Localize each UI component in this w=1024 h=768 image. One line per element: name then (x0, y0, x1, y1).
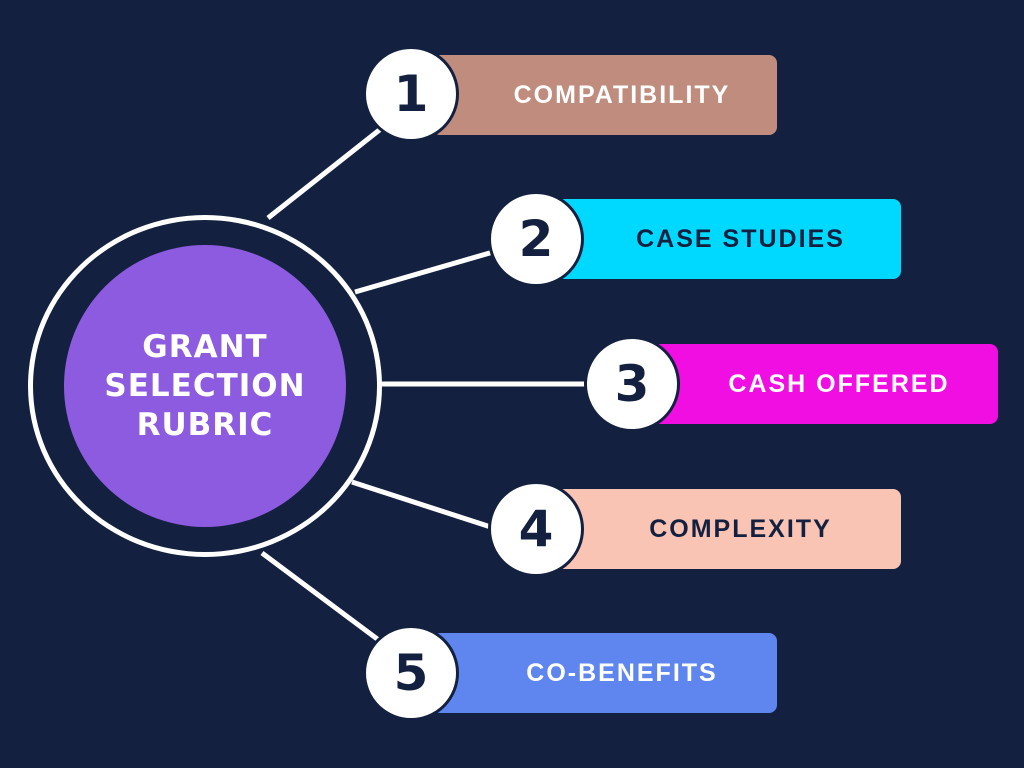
number-text-2: 2 (518, 210, 554, 268)
item-label-co-benefits: CO-BENEFITS (526, 658, 718, 687)
number-text-4: 4 (518, 500, 554, 558)
connector-line-2 (354, 247, 501, 295)
outer-ring (28, 215, 382, 557)
item-label-case-studies: CASE STUDIES (636, 224, 845, 253)
number-badge-4: 4 (488, 481, 584, 577)
number-text-3: 3 (614, 355, 650, 413)
item-bar-1: COMPATIBILITY (432, 55, 777, 135)
item-bar-4: COMPLEXITY (555, 489, 901, 569)
number-text-1: 1 (393, 65, 429, 123)
item-label-cash-offered: CASH OFFERED (728, 369, 950, 398)
connector-line-1 (266, 118, 394, 220)
connector-line-4 (351, 479, 501, 533)
center-circle: GRANT SELECTION RUBRIC (64, 245, 346, 527)
item-label-complexity: COMPLEXITY (649, 514, 832, 543)
number-text-5: 5 (393, 644, 429, 702)
item-bar-5: CO-BENEFITS (432, 633, 777, 713)
item-label-compatibility: COMPATIBILITY (513, 80, 731, 109)
number-badge-1: 1 (363, 46, 459, 142)
number-badge-5: 5 (363, 625, 459, 721)
number-badge-2: 2 (488, 191, 584, 287)
item-bar-2: CASE STUDIES (555, 199, 901, 279)
center-title: GRANT SELECTION RUBRIC (104, 328, 306, 443)
connector-line-5 (260, 550, 394, 653)
number-badge-3: 3 (584, 336, 680, 432)
item-bar-3: CASH OFFERED (650, 344, 998, 424)
